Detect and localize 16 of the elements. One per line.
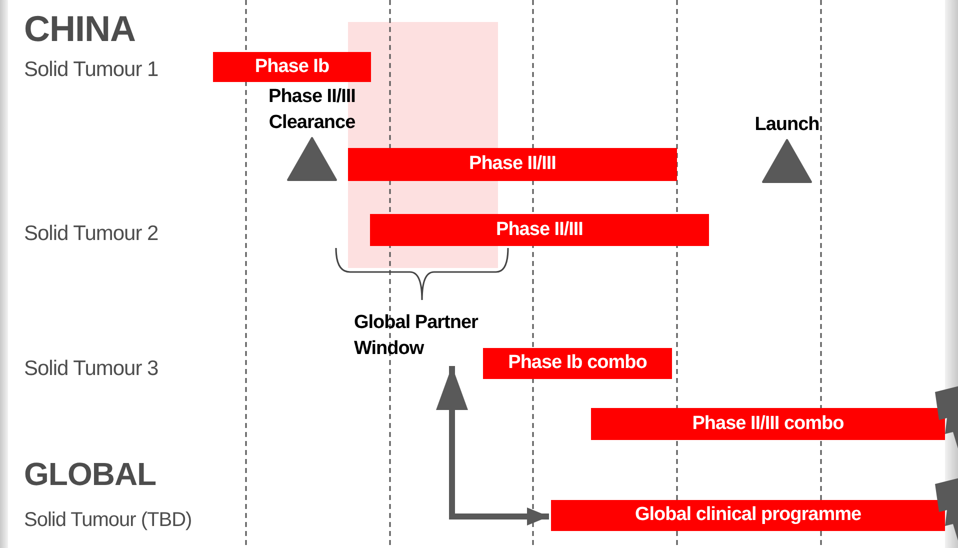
row-label: Solid Tumour (TBD)	[24, 508, 192, 533]
milestone-label: Phase II/III Clearance	[268, 85, 356, 135]
phase-bar: Phase Ib combo	[483, 348, 672, 379]
milestone-label: Launch	[754, 113, 820, 137]
phase-bar: Phase II/III	[370, 214, 709, 246]
region-heading: CHINA	[24, 7, 136, 51]
phase-bar: Phase II/III	[348, 148, 677, 181]
row-label: Solid Tumour 1	[24, 57, 158, 83]
phase-bar: Global clinical programme	[551, 500, 945, 531]
phase-bar: Phase Ib	[213, 52, 371, 82]
phase-bar: Phase II/III combo	[591, 408, 945, 440]
row-label: Solid Tumour 2	[24, 221, 158, 247]
annotation-text: Global Partner Window	[354, 311, 480, 361]
arrow	[436, 366, 549, 526]
region-heading: GLOBAL	[24, 455, 156, 494]
row-label: Solid Tumour 3	[24, 356, 158, 382]
